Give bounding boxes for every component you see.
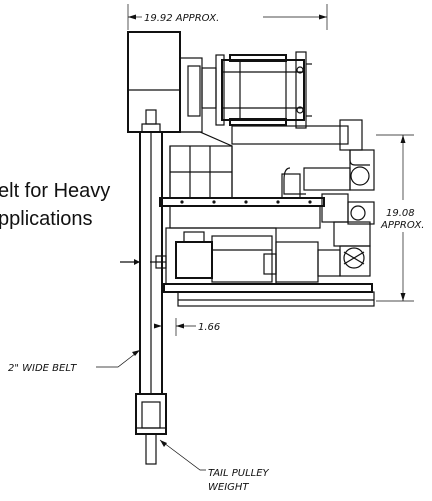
tail-pulley-label-line1: TAIL PULLEY [208,468,270,479]
offset-dimension-label: 1.66 [198,322,220,333]
height-dimension-approx: APPROX. [380,220,424,231]
belt-elevator [120,109,163,395]
caption: elt for Heavy pplications [0,180,110,230]
height-dimension: 19.08 APPROX. [376,134,424,302]
frame-assembly [150,197,375,307]
tail-pulley-callout: TAIL PULLEY WEIGHT [159,439,270,493]
height-dimension-value: 19.08 [386,208,415,219]
housing [128,131,233,199]
caption-line2: pplications [0,208,93,230]
caption-line1: elt for Heavy [0,180,110,202]
piping [231,119,375,277]
width-dimension: 19.92 APPROX. [127,4,328,30]
belt-callout: 2" WIDE BELT [8,349,141,374]
tail-pulley-label-line2: WEIGHT [208,482,249,493]
width-dimension-label: 19.92 APPROX. [144,13,219,24]
tail-pulley-weight [135,393,167,465]
offset-dimension: 1.66 [154,318,220,336]
belt-callout-label: 2" WIDE BELT [8,363,77,374]
